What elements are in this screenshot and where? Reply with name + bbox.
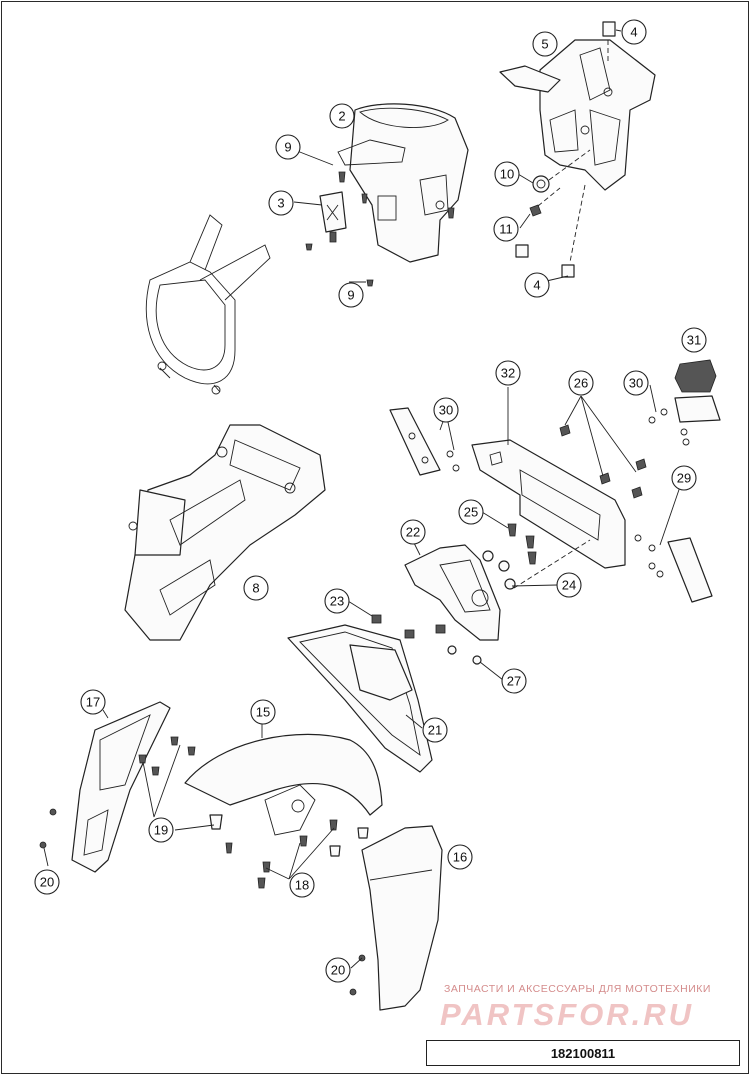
callout-27: 27 xyxy=(501,668,527,694)
headlight-housing-part-2 xyxy=(337,103,469,263)
callout-label: 15 xyxy=(256,705,270,720)
callout-label: 17 xyxy=(86,695,100,710)
screws-part-18 xyxy=(257,819,369,889)
callout-30b: 30 xyxy=(433,397,459,423)
callout-label: 25 xyxy=(464,505,478,520)
callout-label: 9 xyxy=(284,140,291,155)
callout-19: 19 xyxy=(148,817,174,843)
callout-label: 11 xyxy=(499,222,513,237)
callout-label: 3 xyxy=(277,196,284,211)
callout-label: 2 xyxy=(338,109,345,124)
callout-label: 10 xyxy=(500,167,514,182)
reflector-part-31 xyxy=(648,359,721,446)
screws-part-25 xyxy=(507,523,537,565)
fasteners-part-24 xyxy=(482,539,591,590)
callout-20b: 20 xyxy=(325,957,351,983)
screws-part-9 xyxy=(305,171,455,287)
callout-3: 3 xyxy=(268,190,294,216)
side-cover-part-16 xyxy=(361,825,443,1011)
callout-16: 16 xyxy=(447,844,473,870)
callout-9a: 9 xyxy=(275,134,301,160)
side-panel-part-17 xyxy=(71,701,171,873)
bracket-part-5 xyxy=(499,39,656,191)
callout-4a: 4 xyxy=(621,19,647,45)
callout-label: 30 xyxy=(439,403,453,418)
callout-label: 4 xyxy=(533,278,540,293)
callout-20a: 20 xyxy=(34,869,60,895)
callout-22: 22 xyxy=(400,519,426,545)
callout-25: 25 xyxy=(458,499,484,525)
callout-10: 10 xyxy=(494,161,520,187)
watermark-brand: PARTSFOR.RU xyxy=(440,997,695,1032)
callout-29: 29 xyxy=(671,465,697,491)
callout-label: 27 xyxy=(507,674,521,689)
callout-label: 22 xyxy=(406,525,420,540)
clamp-part-10 xyxy=(532,149,591,193)
callout-label: 18 xyxy=(295,878,309,893)
watermark-caption: ЗАПЧАСТИ И АКСЕССУАРЫ ДЛЯ МОТОТЕХНИКИ xyxy=(444,983,711,995)
dampers-part-4 xyxy=(515,21,616,278)
callout-11: 11 xyxy=(493,216,519,242)
reflector-part-30a xyxy=(389,407,460,476)
diagram-code: 182100811 xyxy=(426,1040,740,1066)
screws-part-20 xyxy=(39,808,366,996)
callout-30a: 30 xyxy=(623,370,649,396)
license-bracket-part-32 xyxy=(471,439,626,569)
callout-label: 20 xyxy=(331,963,345,978)
callout-label: 23 xyxy=(330,594,344,609)
callout-label: 32 xyxy=(501,366,515,381)
callout-label: 20 xyxy=(40,875,54,890)
callout-21: 21 xyxy=(422,717,448,743)
callout-4b: 4 xyxy=(524,272,550,298)
callout-9b: 9 xyxy=(338,282,364,308)
callout-label: 24 xyxy=(562,578,576,593)
callout-15: 15 xyxy=(250,699,276,725)
callout-8: 8 xyxy=(243,575,269,601)
callout-23: 23 xyxy=(324,588,350,614)
callout-label: 19 xyxy=(154,823,168,838)
mudguard-part-21 xyxy=(287,624,433,773)
callout-label: 30 xyxy=(629,376,643,391)
callout-label: 4 xyxy=(630,25,637,40)
carrier-part-8 xyxy=(124,424,326,641)
callout-2: 2 xyxy=(329,103,355,129)
callout-31: 31 xyxy=(681,327,707,353)
front-fender-part-15 xyxy=(184,733,383,836)
callout-18: 18 xyxy=(289,872,315,898)
callout-label: 9 xyxy=(347,288,354,303)
callout-label: 5 xyxy=(541,37,548,52)
callout-5: 5 xyxy=(532,31,558,57)
callout-24: 24 xyxy=(556,572,582,598)
nuts-part-23 xyxy=(371,614,446,639)
screw-part-11 xyxy=(529,187,561,217)
reflector-part-30b xyxy=(634,534,713,603)
bracket-part-3 xyxy=(319,191,347,243)
callout-label: 8 xyxy=(252,581,259,596)
callout-17: 17 xyxy=(80,689,106,715)
washers-part-27 xyxy=(447,645,482,665)
callout-26: 26 xyxy=(568,370,594,396)
callout-label: 21 xyxy=(428,723,442,738)
callout-label: 26 xyxy=(574,376,588,391)
leader-lines xyxy=(43,29,684,969)
callout-label: 29 xyxy=(677,471,691,486)
headlight-mask-frame xyxy=(145,214,271,395)
callout-label: 31 xyxy=(687,333,701,348)
holder-part-22 xyxy=(404,544,501,641)
callout-32: 32 xyxy=(495,360,521,386)
callout-label: 16 xyxy=(453,850,467,865)
